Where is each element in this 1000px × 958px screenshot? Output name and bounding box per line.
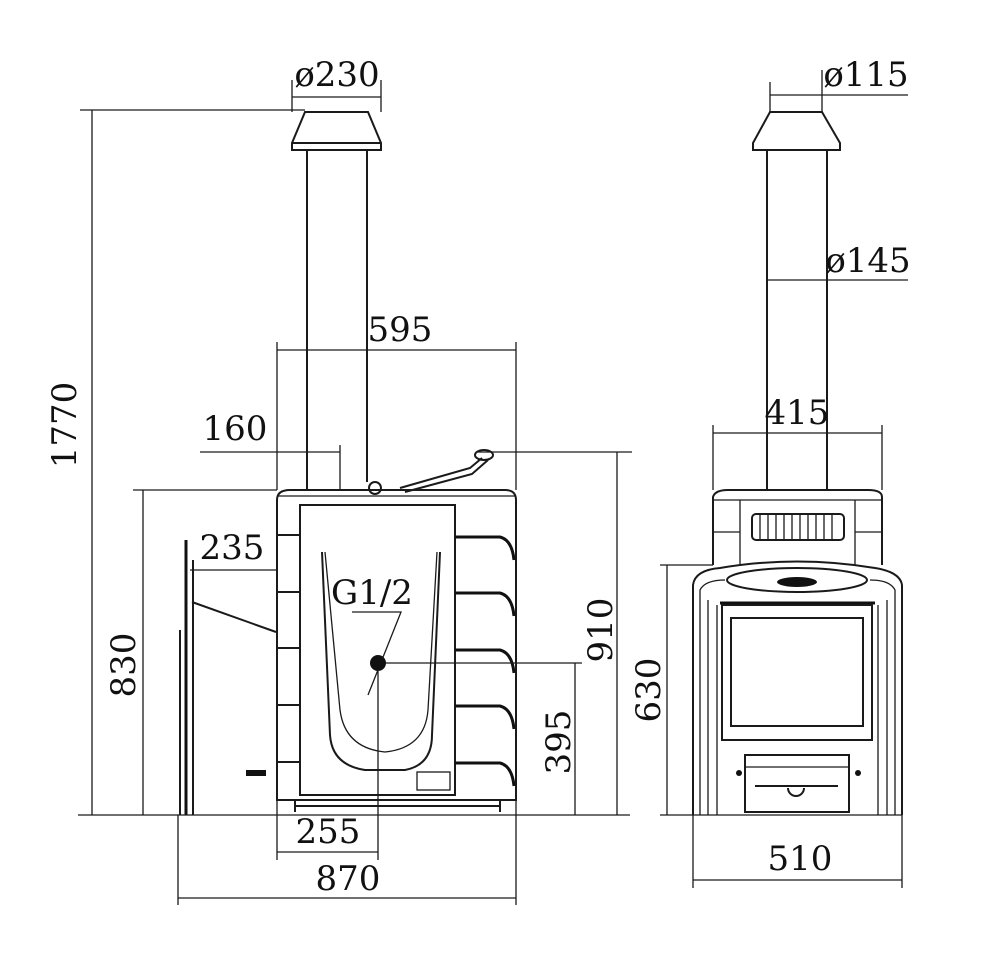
dim-body-height: 830 — [104, 489, 277, 815]
label-pipe-diameter: ø145 — [825, 241, 910, 281]
side-stove-body — [276, 489, 517, 812]
label-body-width: 595 — [368, 310, 433, 350]
label-fitting-offset: 255 — [296, 812, 361, 852]
front-view: ø115 ø145 415 — [629, 55, 911, 888]
fitting-callout: G1/2 — [331, 573, 413, 696]
dim-body-width: 595 — [276, 310, 517, 490]
dim-top-width: 415 — [712, 393, 883, 490]
dim-fitting-offset: 255 — [276, 670, 379, 860]
front-stove-body — [692, 489, 903, 815]
label-total-depth: 870 — [316, 859, 381, 899]
label-total-height: 1770 — [45, 382, 85, 469]
side-chimney — [291, 111, 382, 490]
label-fitting-height: 395 — [539, 710, 579, 775]
label-firebox-height: 630 — [629, 658, 669, 723]
dim-fitting-height: 395 — [385, 662, 582, 815]
dim-cap-diameter: ø115 — [769, 55, 909, 112]
firebox-window — [730, 617, 864, 727]
dim-flue-diameter: ø230 — [291, 55, 382, 112]
dim-total-height: 1770 — [45, 109, 305, 815]
label-body-height: 830 — [104, 633, 144, 698]
label-tank-height: 910 — [581, 598, 621, 663]
side-tap-handle — [368, 449, 494, 495]
dim-base-width: 510 — [692, 815, 903, 888]
label-shield-gap: 235 — [200, 528, 265, 568]
dim-shield-gap: 235 — [190, 528, 277, 571]
ash-door-handle-icon — [787, 787, 805, 797]
vent-grille-icon — [751, 513, 845, 541]
side-view: ø230 1770 595 160 910 — [45, 55, 632, 905]
dim-tank-height: 910 — [478, 451, 632, 815]
dim-pipe-diameter: ø145 — [767, 241, 911, 281]
label-flue-diameter: ø230 — [294, 55, 379, 95]
dim-flue-offset: 160 — [200, 409, 341, 490]
label-flue-offset: 160 — [203, 409, 268, 449]
label-base-width: 510 — [768, 839, 833, 879]
dim-total-depth: 870 — [177, 800, 517, 905]
label-cap-diameter: ø115 — [823, 55, 908, 95]
fitting-icon — [370, 655, 386, 671]
left-fins — [277, 534, 300, 763]
side-heat-shield — [179, 540, 277, 815]
dim-firebox-height: 630 — [629, 564, 713, 815]
right-fins — [455, 535, 516, 787]
label-fitting: G1/2 — [331, 573, 413, 613]
label-top-width: 415 — [765, 393, 830, 433]
